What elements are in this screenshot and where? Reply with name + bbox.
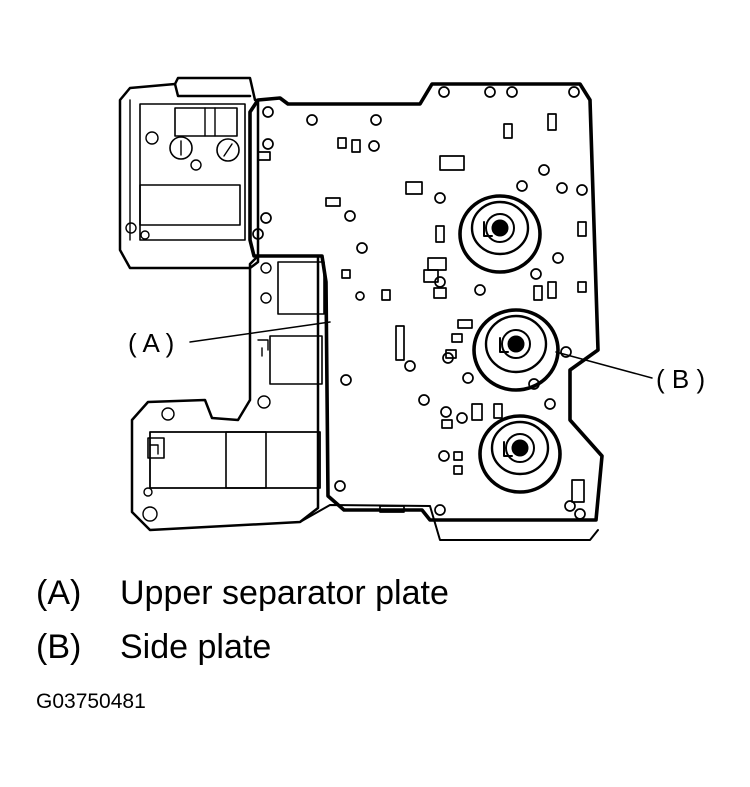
callout-a: ( A ) [128, 328, 175, 358]
figure-id: G03750481 [36, 690, 146, 713]
leader-line-a [189, 321, 331, 343]
legend-key-b: (B) [36, 628, 82, 666]
legend-item-b: (B) Side plate [36, 628, 271, 667]
legend-text-b: Side plate [120, 628, 272, 666]
legend-key-a: (A) [36, 574, 82, 612]
legend-text-a: Upper separator plate [120, 574, 449, 612]
upper-separator-plate [248, 82, 604, 522]
side-plate-solenoids [458, 194, 562, 494]
legend-item-a: (A) Upper separator plate [36, 574, 449, 613]
leader-line-b [555, 351, 653, 379]
callout-b: ( B ) [656, 364, 706, 394]
valve-body-housing [118, 76, 599, 541]
valve-body-illustration [118, 76, 653, 541]
